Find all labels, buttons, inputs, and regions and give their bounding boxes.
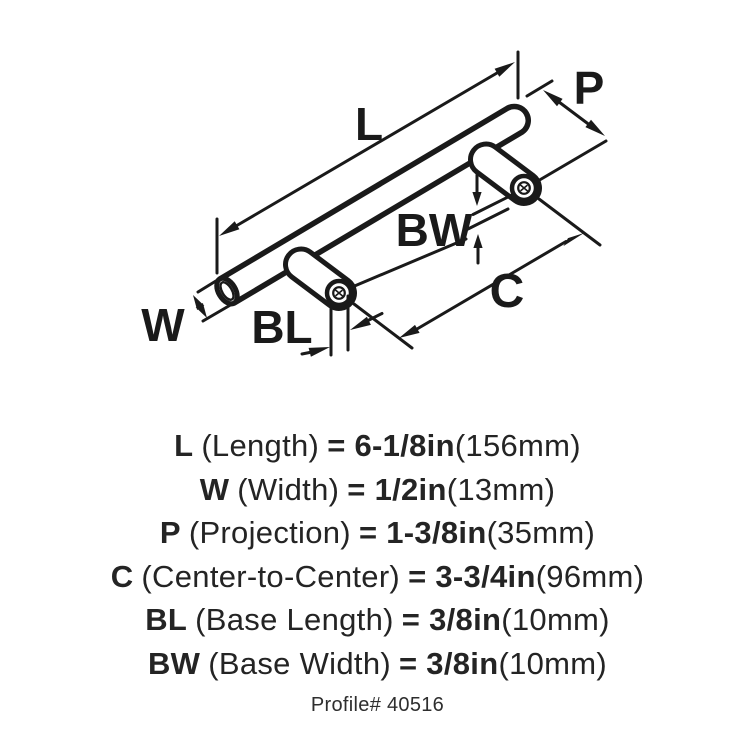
legend-symbol: BW bbox=[147, 645, 201, 681]
legend-metric: (10mm) bbox=[501, 602, 610, 637]
dim-bw-arrow-down bbox=[472, 192, 482, 206]
dim-w-ext-lower bbox=[201, 298, 241, 323]
legend-metric: (10mm) bbox=[498, 645, 608, 681]
legend-name: (Center-to-Center) bbox=[141, 558, 401, 594]
dim-l-arrow-left bbox=[219, 221, 240, 236]
dim-width: W bbox=[141, 274, 241, 351]
legend-name: (Base Width) bbox=[208, 645, 391, 681]
legend-value: = 3-3/4in bbox=[408, 558, 536, 594]
legend-row-length: L(Length)= 6-1/8in(156mm) bbox=[0, 424, 755, 468]
lower-screw-icon bbox=[332, 286, 346, 300]
dim-bw-arrow-up bbox=[473, 234, 483, 248]
legend-name: (Projection) bbox=[188, 515, 351, 550]
dim-c-ext-lower bbox=[352, 302, 414, 350]
profile-number: Profile# 40516 bbox=[310, 694, 445, 716]
dim-p-arrow-top bbox=[543, 90, 563, 107]
dim-c-line bbox=[415, 240, 568, 331]
dim-projection: P bbox=[525, 62, 605, 136]
dim-center-to-center: C bbox=[352, 197, 602, 350]
dim-l-line bbox=[234, 71, 499, 228]
dim-w-label: W bbox=[141, 299, 185, 351]
lower-screw-slot-icon bbox=[334, 289, 344, 297]
dim-base-length: BL bbox=[251, 294, 384, 357]
legend-name: (Base Length) bbox=[195, 602, 394, 637]
legend-row-width: W(Width)= 1/2in(13mm) bbox=[0, 468, 755, 512]
dim-w-ext-upper bbox=[196, 274, 226, 294]
lower-post bbox=[283, 246, 357, 311]
legend-name: (Length) bbox=[201, 428, 320, 463]
dim-l-label: L bbox=[355, 98, 383, 150]
dim-bl-arrow-left bbox=[308, 347, 330, 357]
upper-post bbox=[468, 141, 542, 206]
legend-row-base-length: BL(Base Length)= 3/8in(10mm) bbox=[0, 598, 755, 642]
dim-l-arrow-right bbox=[494, 62, 515, 77]
dim-bl-arrow-right bbox=[350, 316, 371, 330]
dim-c-arrow-left bbox=[399, 324, 420, 338]
dim-bl-label: BL bbox=[251, 301, 312, 353]
legend-symbol: P bbox=[159, 515, 181, 550]
dim-p-ext bbox=[525, 79, 554, 98]
legend-value: = 1/2in bbox=[347, 471, 447, 507]
dim-bw-label: BW bbox=[396, 204, 473, 256]
legend-value: = 1-3/8in bbox=[358, 515, 487, 550]
dim-w-arrow-down bbox=[195, 303, 207, 318]
dimension-legend: L(Length)= 6-1/8in(156mm) W(Width)= 1/2i… bbox=[0, 424, 755, 717]
base-width-lower-line bbox=[466, 207, 510, 231]
legend-metric: (96mm) bbox=[535, 558, 645, 594]
upper-screw-slot-icon bbox=[519, 184, 529, 192]
legend-symbol: W bbox=[199, 471, 230, 507]
legend-symbol: L bbox=[174, 428, 194, 463]
legend-row-center-to-center: C(Center-to-Center)= 3-3/4in(96mm) bbox=[0, 555, 755, 599]
dim-base-width: BW bbox=[396, 173, 483, 265]
legend-symbol: C bbox=[110, 558, 134, 594]
legend-metric: (13mm) bbox=[446, 471, 556, 507]
upper-screw-icon bbox=[517, 181, 531, 195]
dim-bl-right-shaft bbox=[365, 312, 384, 323]
legend-value: = 3/8in bbox=[401, 602, 502, 637]
legend-value: = 3/8in bbox=[398, 645, 499, 681]
dim-c-ext-upper bbox=[537, 197, 602, 247]
legend-row-projection: P(Projection)= 1-3/8in(35mm) bbox=[0, 511, 755, 555]
dim-c-arrow-right bbox=[563, 233, 584, 247]
dim-p-arrow-bottom bbox=[585, 119, 605, 136]
handle-drawing-svg: L P BW bbox=[141, 50, 608, 357]
legend-metric: (35mm) bbox=[486, 515, 596, 550]
dim-p-label: P bbox=[574, 62, 605, 114]
legend-name: (Width) bbox=[237, 471, 340, 507]
mounting-plane-lines bbox=[349, 139, 608, 289]
dim-length: L bbox=[215, 50, 520, 275]
dim-p-line bbox=[555, 99, 593, 128]
legend-row-base-width: BW(Base Width)= 3/8in(10mm) bbox=[0, 642, 755, 686]
legend-symbol: BL bbox=[145, 602, 188, 637]
legend-metric: (156mm) bbox=[454, 428, 581, 463]
dim-c-label: C bbox=[490, 265, 525, 318]
legend-value: = 6-1/8in bbox=[327, 428, 455, 463]
